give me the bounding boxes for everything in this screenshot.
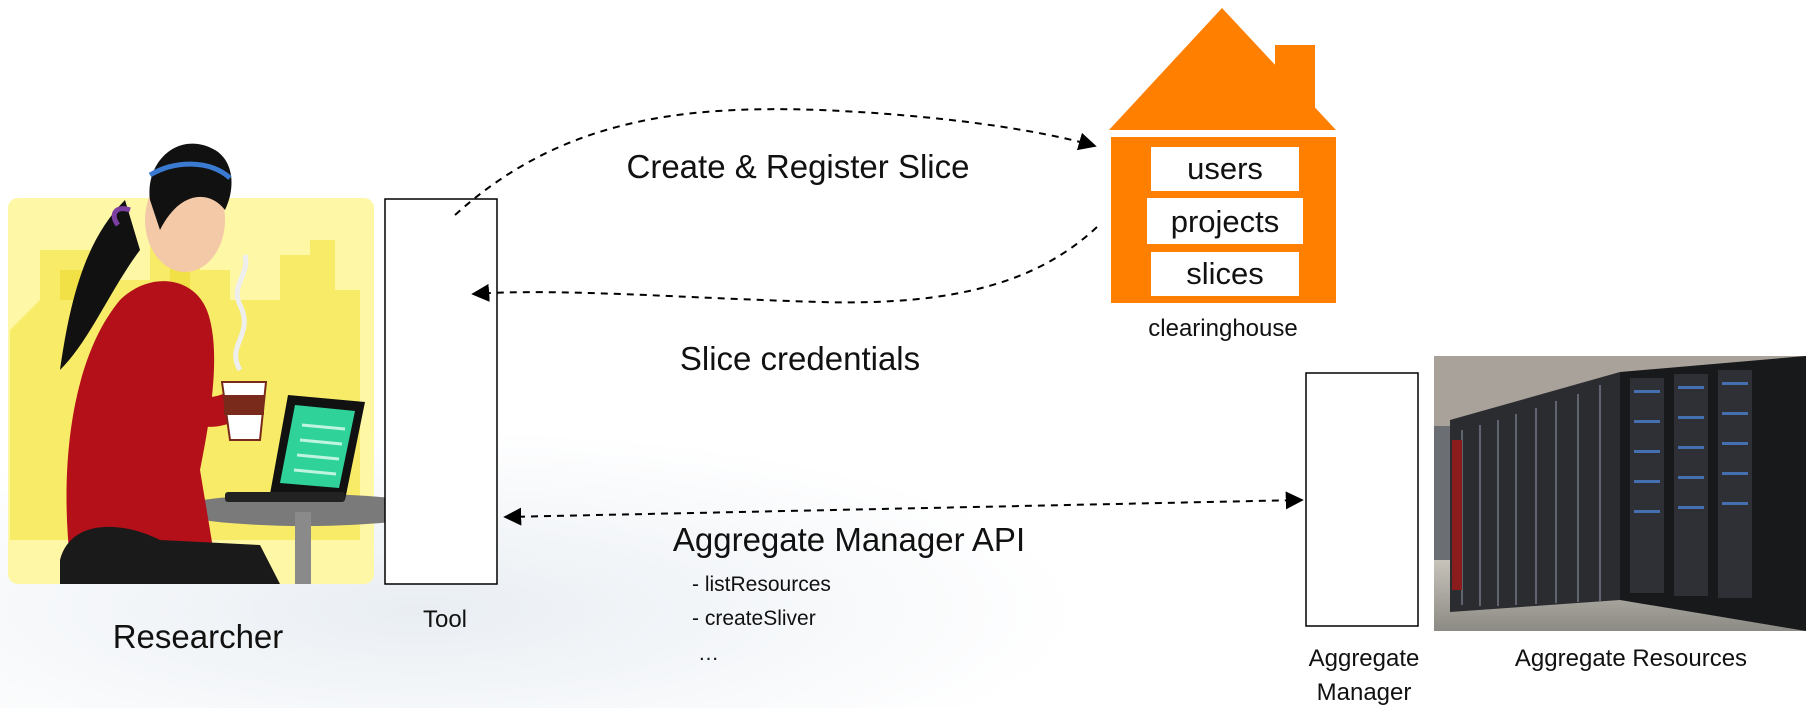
api-item-create-sliver: - createSliver [692, 607, 816, 630]
create-register-arrow [454, 108, 1097, 216]
slice-credentials-arrow [471, 226, 1098, 304]
aggregate-manager-api-label: Aggregate Manager API [673, 521, 1025, 558]
api-item-list-resources: - listResources [692, 573, 831, 596]
tool-label: Tool [423, 606, 467, 633]
slices-record-label: slices [1186, 256, 1264, 291]
tool-box [384, 198, 498, 585]
researcher-illustration [8, 143, 435, 584]
aggregate-manager-box [1305, 372, 1419, 627]
researcher-label: Researcher [113, 618, 284, 655]
create-register-label: Create & Register Slice [627, 148, 970, 185]
aggregate-manager-api-arrow [503, 491, 1304, 526]
clearinghouse-icon: users projects slices [1109, 8, 1336, 303]
users-record [1151, 147, 1299, 191]
aggregate-manager-label-line1: Aggregate [1309, 645, 1420, 672]
users-record-label: users [1187, 151, 1263, 186]
aggregate-manager-label-line2: Manager [1317, 679, 1412, 706]
slice-credentials-label: Slice credentials [680, 340, 920, 377]
projects-record-label: projects [1171, 204, 1280, 239]
aggregate-resources-label: Aggregate Resources [1515, 645, 1747, 672]
slices-record [1151, 252, 1299, 296]
clearinghouse-label: clearinghouse [1148, 315, 1297, 342]
api-item-ellipsis: … [698, 642, 719, 665]
projects-record [1147, 198, 1303, 244]
aggregate-resources-photo [1434, 356, 1806, 631]
